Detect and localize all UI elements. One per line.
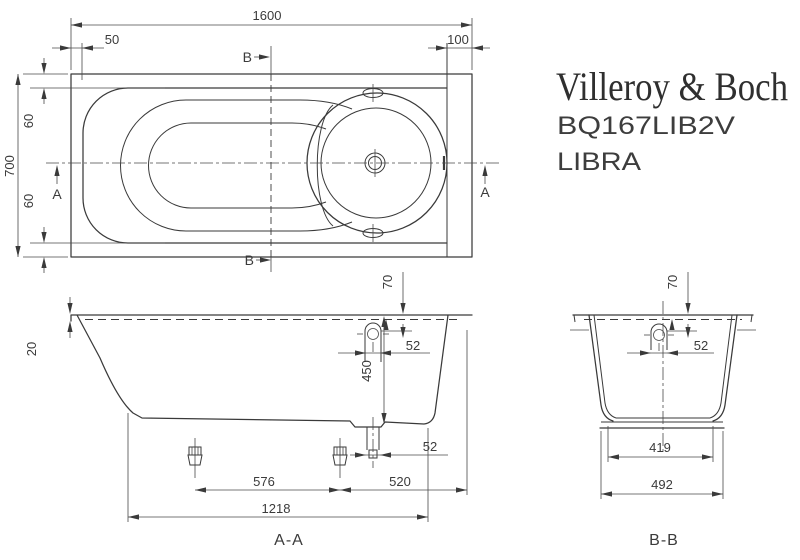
dim-overall-length: 1600 bbox=[70, 8, 473, 70]
svg-text:20: 20 bbox=[24, 342, 39, 356]
aa-tub-profile bbox=[70, 314, 473, 428]
svg-text:60: 60 bbox=[21, 194, 36, 208]
bb-wall-right-outer bbox=[712, 314, 738, 422]
aa-foot-left bbox=[187, 438, 203, 478]
svg-text:492: 492 bbox=[651, 477, 673, 492]
dim-left-rim: 50 bbox=[52, 32, 119, 80]
bb-wall-right-inner bbox=[709, 314, 733, 419]
section-bb-view: 70 52 419 4 bbox=[570, 272, 756, 549]
basin-contour-inner bbox=[148, 122, 327, 209]
dim-overall-width: 700 bbox=[2, 73, 68, 258]
dim-right-rim: 100 bbox=[428, 32, 490, 51]
dim-bb-overflow-top: 70 bbox=[665, 272, 691, 314]
dim-rim-thickness: 20 bbox=[24, 297, 73, 356]
section-mark-a-right: A bbox=[480, 165, 490, 200]
dim-feet-distance: 576 520 bbox=[195, 330, 468, 495]
basin-contour-middle bbox=[120, 99, 353, 232]
svg-text:1600: 1600 bbox=[253, 8, 282, 23]
svg-text:450: 450 bbox=[359, 360, 374, 382]
fitting-hole-top bbox=[362, 84, 384, 102]
dim-bb-overflow-hole: 52 bbox=[627, 319, 714, 356]
article-number: BQ167LIB2V bbox=[557, 112, 735, 140]
section-mark-b-top: B bbox=[243, 49, 270, 65]
svg-text:576: 576 bbox=[253, 474, 275, 489]
dim-rim-top: 60 bbox=[21, 58, 165, 128]
dim-aa-overflow-offset: 52 bbox=[338, 319, 430, 356]
dim-base-length: 1218 bbox=[127, 413, 429, 522]
section-mark-a-left: A bbox=[52, 165, 62, 202]
title-block: Villeroy & Boch BQ167LIB2V LIBRA bbox=[556, 64, 788, 176]
bb-wall-left-inner bbox=[593, 314, 617, 419]
svg-text:52: 52 bbox=[423, 439, 437, 454]
section-letter-a: A bbox=[480, 184, 490, 200]
svg-text:50: 50 bbox=[105, 32, 119, 47]
tub-rim-inner-contour bbox=[82, 87, 448, 244]
dim-rim-bottom: 60 bbox=[21, 194, 165, 273]
brand-logo: Villeroy & Boch bbox=[556, 64, 788, 109]
aa-foot-right bbox=[332, 438, 348, 478]
fitting-hole-bottom bbox=[362, 224, 384, 242]
dim-drain-hole: 52 bbox=[350, 439, 448, 458]
section-bb-label: B-B bbox=[649, 532, 679, 549]
dim-inner-depth: 450 bbox=[359, 316, 387, 424]
svg-text:100: 100 bbox=[447, 32, 469, 47]
dim-bottom-inner-width: 419 bbox=[607, 426, 714, 462]
section-letter-b: B bbox=[245, 252, 254, 268]
plan-view: B B A A 1600 bbox=[2, 8, 500, 273]
svg-text:700: 700 bbox=[2, 155, 17, 177]
svg-text:60: 60 bbox=[21, 114, 36, 128]
svg-text:419: 419 bbox=[649, 440, 671, 455]
svg-text:1218: 1218 bbox=[262, 501, 291, 516]
dim-aa-overflow-top: 70 bbox=[380, 272, 406, 314]
aa-drain-pipe bbox=[366, 417, 380, 468]
dim-foot-to-edge: 520 bbox=[389, 474, 411, 489]
section-mark-b-bottom: B bbox=[245, 252, 271, 268]
bb-wall-left-outer bbox=[588, 314, 614, 422]
section-aa-view: 20 70 52 450 bbox=[24, 272, 473, 549]
aa-overflow-hole bbox=[357, 322, 389, 362]
section-letter-a: A bbox=[52, 186, 62, 202]
svg-text:52: 52 bbox=[406, 338, 420, 353]
svg-text:52: 52 bbox=[694, 338, 708, 353]
dim-bottom-outer-width: 492 bbox=[600, 431, 724, 499]
section-aa-label: A-A bbox=[274, 532, 304, 549]
svg-text:70: 70 bbox=[665, 275, 680, 289]
tub-outer-outline bbox=[70, 73, 473, 258]
section-letter-b: B bbox=[243, 49, 252, 65]
series-name: LIBRA bbox=[557, 148, 641, 176]
svg-text:70: 70 bbox=[380, 275, 395, 289]
bb-overflow-hole bbox=[644, 323, 674, 351]
